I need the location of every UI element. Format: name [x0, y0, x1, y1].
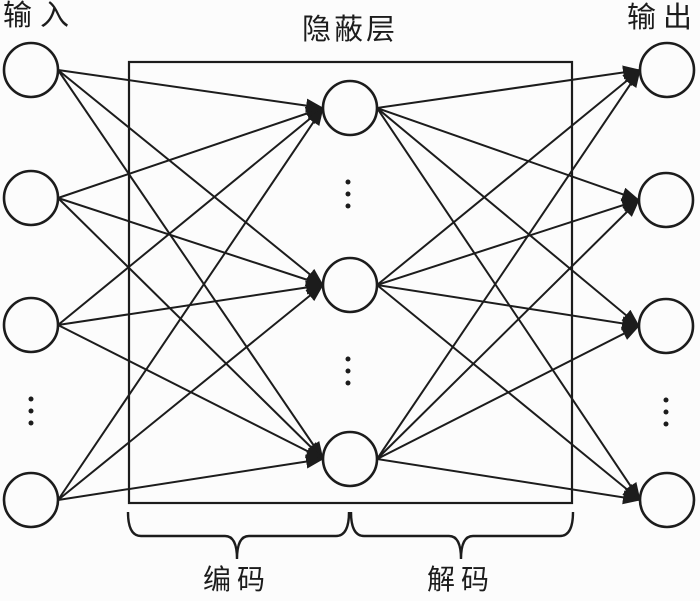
connection-arrow [57, 69, 324, 286]
ellipsis-dot [663, 409, 669, 415]
input-node [2, 296, 60, 354]
connection-arrow [376, 107, 641, 501]
output-node [638, 41, 696, 99]
connection-arrow [376, 198, 640, 286]
connection-arrow [376, 284, 640, 331]
ellipsis-dot [28, 420, 34, 426]
ellipsis-dot [345, 203, 351, 209]
connection-arrow [57, 454, 324, 501]
ellipsis-dot [663, 397, 669, 403]
connection-arrow [57, 106, 324, 199]
hidden-layer-label: 隐蔽层 [301, 14, 398, 46]
connection-arrow [57, 197, 324, 287]
ellipsis-dot [345, 191, 351, 197]
input-node [2, 471, 60, 529]
output-node [637, 171, 695, 229]
decode-brace-label: 解码 [426, 565, 495, 596]
connection-arrow [57, 69, 324, 113]
hidden-node [321, 430, 379, 488]
input-layer-label: 输入 [3, 0, 78, 32]
ellipsis-dot [28, 408, 34, 414]
ellipsis-dot [28, 396, 34, 402]
connection-arrow [57, 69, 324, 460]
input-node [2, 169, 60, 227]
encode-brace [126, 511, 351, 560]
connection-arrow [376, 199, 640, 460]
decode-brace [349, 511, 575, 560]
connection-arrow [376, 69, 641, 460]
connection-arrow [376, 107, 640, 201]
output-node [637, 297, 695, 355]
connection-arrow [57, 107, 324, 501]
encode-brace-label: 编码 [202, 565, 271, 596]
connection-arrow [57, 197, 324, 460]
output-node [638, 471, 696, 529]
ellipsis-dot [345, 368, 351, 374]
ellipsis-dot [345, 356, 351, 362]
ellipsis-dot [345, 179, 351, 185]
connection-arrow [376, 458, 641, 505]
connection-arrow [376, 65, 641, 109]
connection-arrow [376, 325, 640, 460]
connection-arrow [376, 107, 640, 327]
input-node [2, 41, 60, 99]
hidden-layer-box [127, 60, 574, 505]
connection-arrow [57, 107, 324, 326]
hidden-node [321, 256, 379, 314]
output-layer-label: 输出 [626, 2, 699, 34]
hidden-node [321, 79, 379, 137]
connection-arrow [376, 69, 641, 286]
ellipsis-dot [345, 380, 351, 386]
connection-arrow [57, 284, 324, 501]
ellipsis-dot [663, 421, 669, 427]
